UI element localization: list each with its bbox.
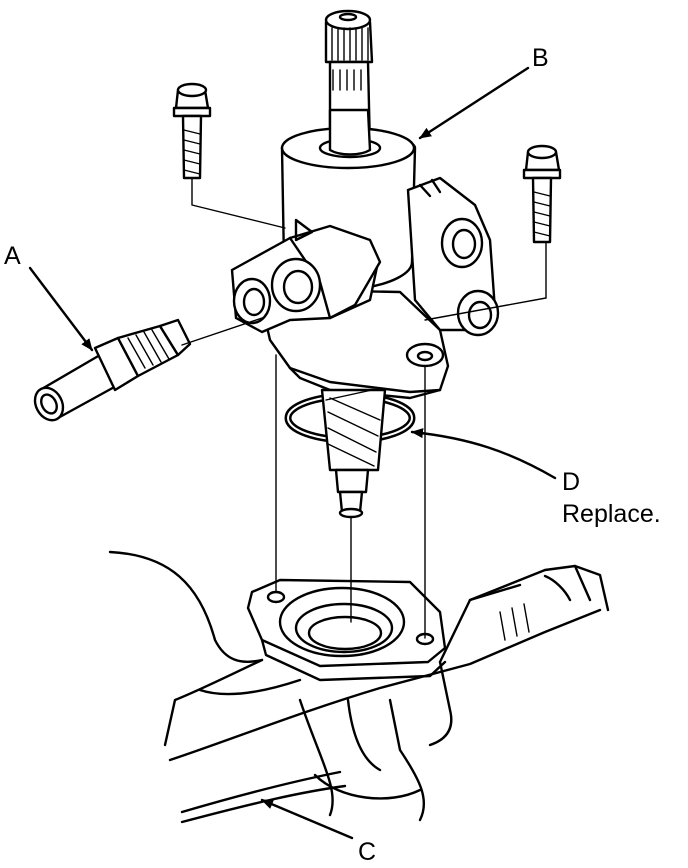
valve-body-b	[230, 9, 500, 519]
callout-c-letter: C	[358, 838, 376, 866]
callout-d-letter: D	[562, 468, 580, 496]
hose-fitting-a	[33, 318, 192, 422]
leader-lines	[28, 66, 557, 840]
callout-d-note: Replace.	[562, 500, 661, 528]
bolt-right	[522, 144, 562, 244]
callout-b-letter: B	[532, 44, 549, 72]
callout-a-letter: A	[4, 242, 21, 270]
alignment-lines	[181, 177, 547, 639]
housing-flange	[246, 578, 447, 682]
bolt-left	[172, 82, 212, 180]
rack-housing-c	[108, 550, 610, 824]
